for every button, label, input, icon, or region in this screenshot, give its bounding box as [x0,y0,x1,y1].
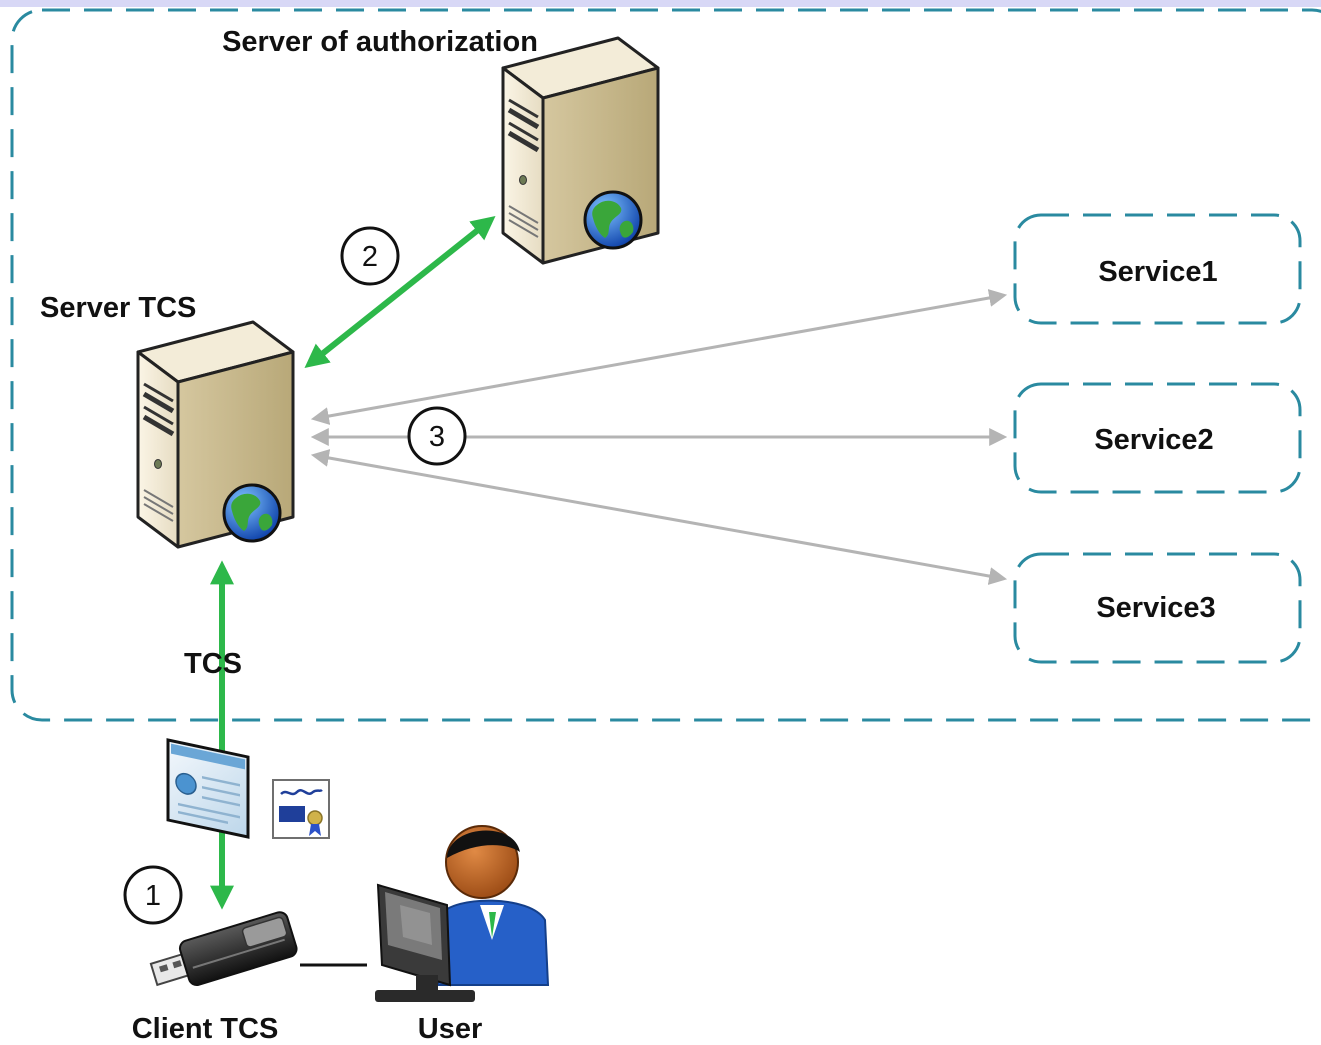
step-marker-2: 2 [340,226,400,286]
service-box-3: Service3 [1013,552,1302,664]
trusted-zone-boundary [10,8,1321,722]
service-label-2: Service2 [1094,424,1213,456]
service-box-1: Service1 [1013,213,1302,325]
globe-icon [222,483,282,543]
link-tcs-service1 [310,289,1008,425]
usb-token-icon [149,911,298,987]
certificate-icon [272,779,330,839]
link-tcs-service3 [310,449,1008,585]
tcs-server [138,322,293,547]
tcs-server-label: Server TCS [40,292,196,324]
svg-text:2: 2 [362,241,378,273]
document-icon [166,738,250,839]
link-tcs-authorization [304,216,496,368]
service-label-1: Service1 [1098,256,1217,288]
service-box-2: Service2 [1013,382,1302,494]
step-marker-3: 3 [407,406,467,466]
user-label: User [418,1013,483,1045]
authorization-server-label: Server of authorization [222,26,538,58]
service-label-3: Service3 [1096,592,1215,624]
client-tcs-label: Client TCS [132,1013,279,1045]
top-band [0,0,1321,7]
user-at-computer-icon [375,825,550,1002]
svg-text:1: 1 [145,880,161,912]
tcs-link-label: TCS [184,648,242,680]
step-marker-1: 1 [123,865,183,925]
authorization-server [503,38,658,263]
globe-icon [583,190,643,250]
svg-text:3: 3 [429,421,445,453]
